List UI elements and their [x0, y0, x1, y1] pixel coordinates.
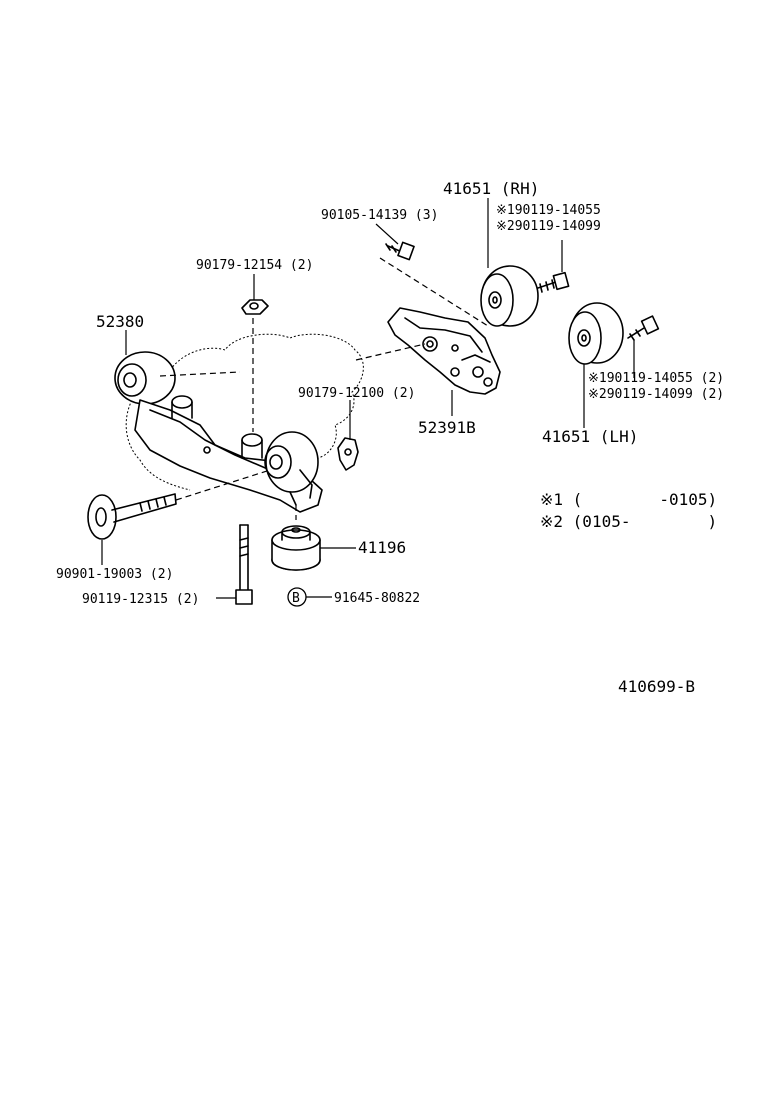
cushion-part: [271, 525, 321, 571]
dash-line-5: [175, 469, 271, 501]
lh-bolt-part: [627, 315, 660, 341]
label-note-1: ※1 ( -0105): [540, 490, 717, 509]
nut-mid-part: [337, 437, 359, 471]
leader-top-bolt: [375, 223, 399, 245]
label-nut-mid: 90179-12100 (2): [298, 386, 415, 401]
label-lh-mount: 41651 (LH): [542, 427, 638, 446]
dash-line-4: [159, 371, 241, 377]
label-top-bolt: 90105-14139 (3): [321, 208, 438, 223]
rh-mount-part: [480, 265, 539, 327]
b-marker-letter: B: [292, 591, 300, 606]
label-b-part: 91645-80822: [334, 591, 420, 606]
label-rh-mount: 41651 (RH): [443, 179, 539, 198]
dash-line-1: [379, 257, 489, 327]
nut-top-part: [241, 299, 269, 315]
rh-bolt-part: [537, 271, 570, 293]
label-nut-top: 90179-12154 (2): [196, 258, 313, 273]
label-rh-bolt-2: ※290119-14099: [496, 219, 601, 234]
differential-outline-lower: [125, 399, 191, 491]
label-crossmember: 52380: [96, 312, 144, 331]
label-note-2: ※2 (0105- ): [540, 512, 717, 531]
label-rh-bolt-1: ※190119-14055: [496, 203, 601, 218]
label-stud-bolt: 90119-12315 (2): [82, 592, 199, 607]
top-bolt-part: [385, 241, 415, 261]
label-lh-bolt-2: ※290119-14099 (2): [588, 387, 724, 402]
label-cushion: 41196: [358, 538, 406, 557]
lh-mount-part: [568, 302, 624, 365]
crossmember-part: [114, 351, 323, 513]
diagram-id: 410699-B: [618, 677, 695, 696]
b-marker: B: [287, 587, 307, 607]
label-lh-bolt-1: ※190119-14055 (2): [588, 371, 724, 386]
dash-line-2: [355, 343, 426, 361]
label-bracket: 52391B: [418, 418, 476, 437]
long-bolt-part: [87, 493, 177, 540]
label-long-bolt: 90901-19003 (2): [56, 567, 173, 582]
bracket-part: [387, 307, 501, 395]
stud-bolt-part: [235, 524, 253, 605]
